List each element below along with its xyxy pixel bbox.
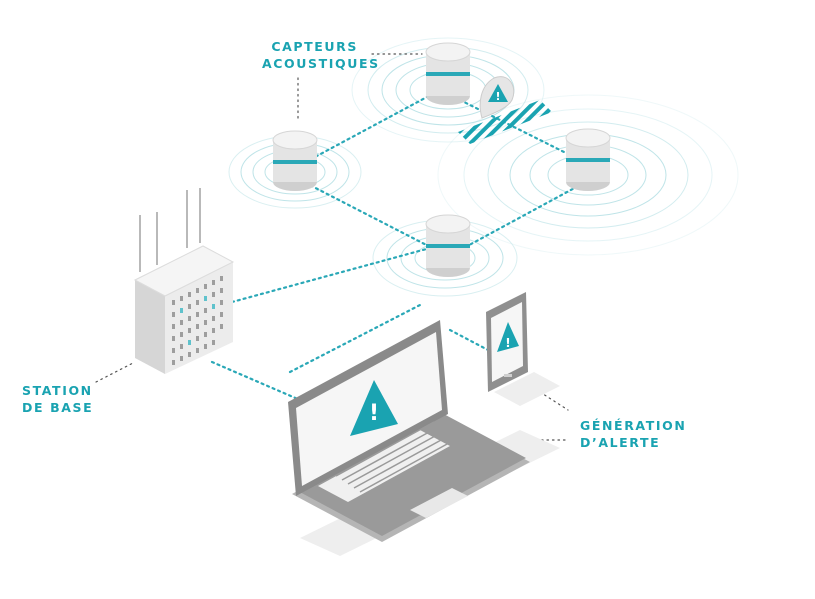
sensor-cylinder-icon <box>565 128 611 191</box>
sensors-label-line-1: CAPTEURS <box>271 39 358 54</box>
alert-generation-label-line-2: D’ALERTE <box>580 435 661 450</box>
base-station-label: STATION DE BASE <box>22 382 106 416</box>
sensors-label: CAPTEURS ACOUSTIQUES <box>262 38 380 72</box>
sensor-cylinder-icon <box>272 130 318 191</box>
sensors-label-line-2: ACOUSTIQUES <box>262 56 380 71</box>
laptop-icon: ! <box>288 320 560 556</box>
network-links <box>210 88 582 402</box>
sensor-cylinder-icon <box>425 42 471 105</box>
warning-icon <box>497 322 519 352</box>
warning-icon <box>350 380 398 436</box>
base-station-label-line-1: STATION <box>22 383 93 398</box>
svg-text:!: ! <box>369 401 379 426</box>
alert-pin-icon: ! <box>479 76 515 119</box>
hatched-barrier <box>458 100 552 144</box>
smartphone-icon: ! <box>486 292 560 406</box>
base-station-icon <box>133 188 235 374</box>
alert-generation-label: GÉNÉRATION D’ALERTE <box>580 417 690 451</box>
svg-text:!: ! <box>505 336 510 350</box>
base-station-label-line-2: DE BASE <box>22 400 94 415</box>
alert-generation-label-line-1: GÉNÉRATION <box>580 418 687 433</box>
svg-text:!: ! <box>495 90 500 103</box>
sensor-cylinder-icon <box>425 214 471 277</box>
